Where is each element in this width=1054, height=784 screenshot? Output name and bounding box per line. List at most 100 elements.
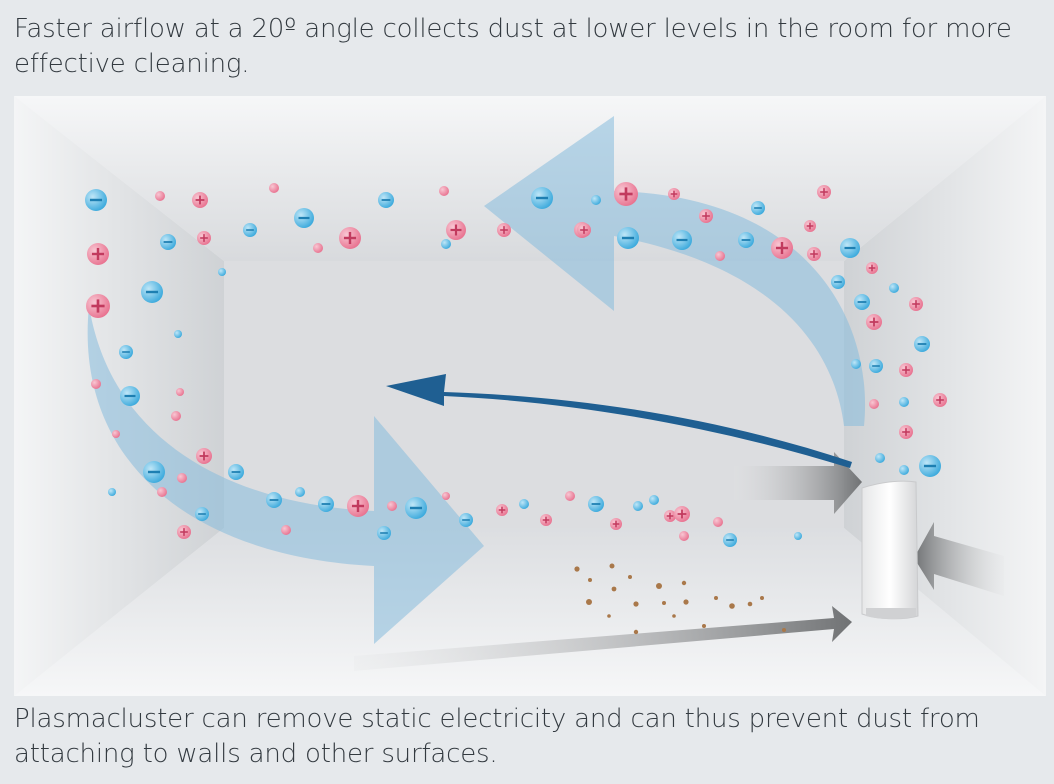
negative-ion bbox=[441, 239, 451, 249]
negative-ions bbox=[85, 187, 941, 547]
minus-sign bbox=[381, 199, 391, 201]
plus-sign bbox=[203, 451, 205, 461]
minus-sign bbox=[380, 532, 388, 534]
positive-ion bbox=[155, 191, 165, 201]
plus-sign bbox=[905, 366, 907, 374]
minus-sign bbox=[409, 506, 423, 510]
plus-sign bbox=[199, 195, 201, 205]
positive-ion bbox=[565, 491, 575, 501]
negative-ion bbox=[899, 397, 909, 407]
minus-sign bbox=[857, 301, 867, 303]
plus-sign bbox=[624, 187, 628, 201]
plus-sign bbox=[615, 520, 617, 528]
minus-sign bbox=[741, 239, 751, 241]
bottom-caption: Plasmacluster can remove static electric… bbox=[14, 704, 980, 769]
plus-sign bbox=[809, 222, 811, 230]
plus-sign bbox=[183, 528, 185, 536]
minus-sign bbox=[246, 229, 254, 231]
positive-ion bbox=[171, 411, 181, 421]
positive-ion bbox=[112, 430, 120, 438]
minus-sign bbox=[462, 519, 470, 521]
minus-sign bbox=[89, 198, 103, 202]
plus-sign bbox=[583, 226, 585, 234]
negative-ion bbox=[174, 330, 182, 338]
minus-sign bbox=[124, 394, 136, 398]
dust-intake-flow bbox=[354, 606, 852, 671]
air-purifier-unit bbox=[861, 480, 919, 620]
positive-ion bbox=[715, 251, 725, 261]
positive-ion bbox=[679, 531, 689, 541]
plus-sign bbox=[780, 241, 784, 255]
plus-sign bbox=[705, 212, 707, 220]
minus-sign bbox=[676, 238, 688, 242]
plus-sign bbox=[871, 264, 873, 272]
positive-ion bbox=[91, 379, 101, 389]
plus-sign bbox=[454, 224, 458, 236]
negative-ion bbox=[295, 487, 305, 497]
plus-sign bbox=[96, 299, 100, 313]
negative-ion bbox=[851, 359, 861, 369]
minus-sign bbox=[145, 290, 159, 294]
minus-sign bbox=[726, 539, 734, 541]
negative-ion bbox=[591, 195, 601, 205]
minus-sign bbox=[163, 241, 173, 243]
positive-ion bbox=[313, 243, 323, 253]
minus-sign bbox=[147, 470, 161, 474]
plus-sign bbox=[939, 396, 941, 404]
plus-sign bbox=[823, 188, 825, 196]
positive-ions bbox=[86, 182, 947, 541]
negative-ion bbox=[519, 499, 529, 509]
negative-ion bbox=[633, 501, 643, 511]
positive-ion bbox=[442, 492, 450, 500]
minus-sign bbox=[298, 216, 310, 220]
plus-sign bbox=[673, 190, 675, 198]
positive-ion bbox=[176, 388, 184, 396]
plus-sign bbox=[905, 428, 907, 436]
intake-flows bbox=[354, 452, 1004, 671]
negative-ion bbox=[649, 495, 659, 505]
negative-ion bbox=[218, 268, 226, 276]
dust-particles bbox=[574, 563, 786, 635]
positive-ion bbox=[869, 399, 879, 409]
plus-sign bbox=[348, 231, 352, 245]
minus-sign bbox=[122, 351, 130, 353]
negative-ion bbox=[889, 283, 899, 293]
minus-sign bbox=[269, 499, 279, 501]
minus-sign bbox=[591, 503, 601, 505]
positive-ion bbox=[269, 183, 279, 193]
positive-ion bbox=[157, 487, 167, 497]
airflow-diagram bbox=[14, 96, 1046, 696]
negative-ion bbox=[899, 465, 909, 475]
plus-sign bbox=[356, 499, 360, 513]
minus-sign bbox=[198, 513, 206, 515]
minus-sign bbox=[754, 207, 762, 209]
negative-ion bbox=[875, 453, 885, 463]
minus-sign bbox=[917, 343, 927, 345]
minus-sign bbox=[231, 471, 241, 473]
plus-sign bbox=[813, 250, 815, 258]
minus-sign bbox=[321, 503, 331, 505]
positive-ion bbox=[439, 186, 449, 196]
minus-sign bbox=[844, 246, 856, 250]
top-caption: Faster airflow at a 20º angle collects d… bbox=[14, 14, 1012, 79]
plus-sign bbox=[501, 506, 503, 514]
minus-sign bbox=[923, 464, 937, 468]
positive-ion bbox=[713, 517, 723, 527]
positive-ion bbox=[387, 501, 397, 511]
side-intake-flow-right bbox=[914, 522, 1004, 596]
plus-sign bbox=[669, 512, 671, 520]
minus-sign bbox=[872, 365, 880, 367]
plus-sign bbox=[873, 317, 875, 327]
floor bbox=[14, 528, 1046, 696]
plus-sign bbox=[503, 226, 505, 234]
plus-sign bbox=[681, 509, 683, 519]
minus-sign bbox=[834, 281, 842, 283]
positive-ion bbox=[177, 473, 187, 483]
side-intake-flow-left bbox=[734, 452, 862, 514]
circulating-airflow bbox=[87, 116, 866, 644]
minus-sign bbox=[535, 196, 549, 200]
plus-sign bbox=[915, 300, 917, 308]
negative-ion bbox=[108, 488, 116, 496]
minus-sign bbox=[621, 236, 635, 240]
plus-sign bbox=[96, 247, 100, 261]
